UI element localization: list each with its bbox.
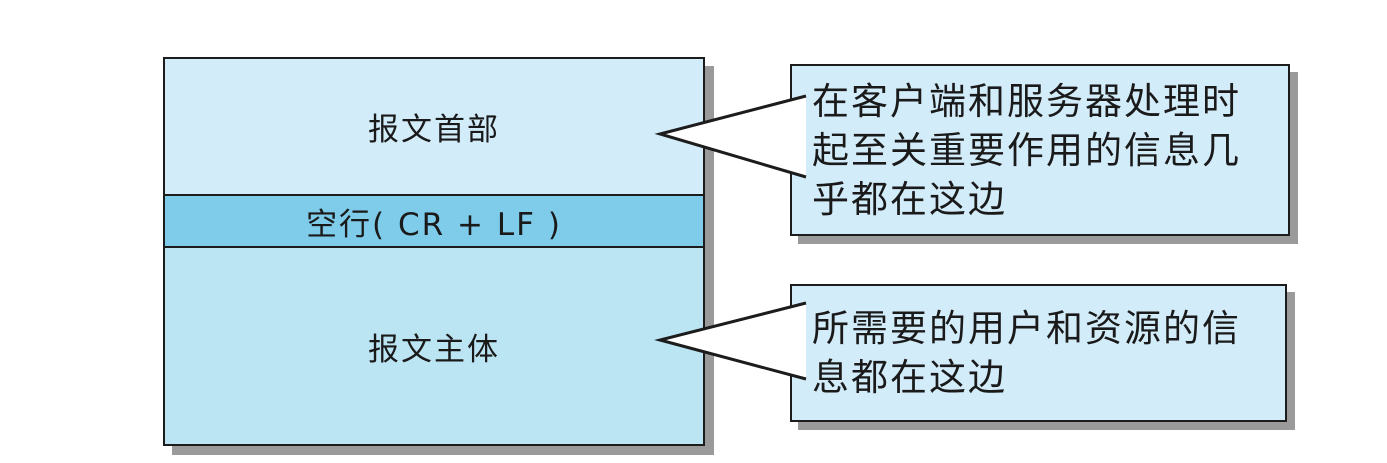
callout-body-note: 所需要的用户和资源的信 息都在这边	[790, 284, 1287, 422]
callout-line: 起至关重要作用的信息几	[812, 128, 1241, 172]
http-message-box: 报文首部 空行( CR + LF ) 报文主体	[163, 57, 705, 446]
message-header-label: 报文首部	[368, 112, 500, 148]
callout-line: 息都在这边	[812, 356, 1007, 399]
callout-pointer-top-icon	[654, 94, 807, 179]
callout-line: 乎都在这边	[812, 177, 1007, 221]
message-header-section: 报文首部	[165, 59, 703, 194]
blank-line-section: 空行( CR + LF )	[165, 194, 703, 248]
callout-body-note-text: 所需要的用户和资源的信 息都在这边	[792, 304, 1261, 402]
callout-header-note: 在客户端和服务器处理时 起至关重要作用的信息几 乎都在这边	[790, 64, 1290, 236]
message-body-label: 报文主体	[368, 331, 500, 368]
callout-line: 所需要的用户和资源的信	[812, 307, 1241, 350]
callout-line: 在客户端和服务器处理时	[812, 79, 1241, 123]
message-body-section: 报文主体	[165, 248, 703, 444]
blank-line-label: 空行( CR + LF )	[306, 206, 562, 243]
callout-header-note-text: 在客户端和服务器处理时 起至关重要作用的信息几 乎都在这边	[792, 77, 1261, 224]
callout-pointer-bottom-icon	[654, 301, 807, 381]
